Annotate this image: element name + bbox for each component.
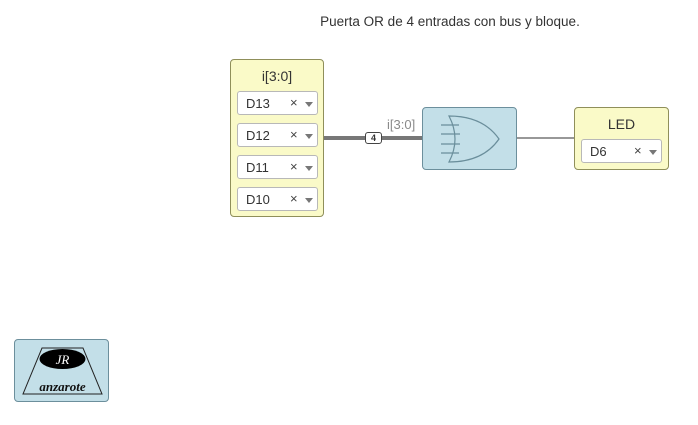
- pin-select-d10[interactable]: D10 ×: [237, 187, 318, 211]
- input-block-label: i[3:0]: [261, 68, 293, 84]
- clear-icon[interactable]: ×: [290, 127, 298, 142]
- pin-select-d11[interactable]: D11 ×: [237, 155, 318, 179]
- led-block-label: LED: [607, 116, 636, 132]
- chevron-down-icon[interactable]: [305, 166, 313, 171]
- chevron-down-icon[interactable]: [305, 134, 313, 139]
- led-output-block[interactable]: LED D6 ×: [574, 107, 669, 170]
- clear-icon[interactable]: ×: [290, 95, 298, 110]
- logo: JR anzarote: [14, 339, 109, 402]
- pin-select-d12[interactable]: D12 ×: [237, 123, 318, 147]
- pin-value: D13: [246, 96, 270, 111]
- chevron-down-icon[interactable]: [305, 198, 313, 203]
- logo-initials: JR: [56, 352, 70, 367]
- pin-value: D11: [246, 160, 269, 175]
- clear-icon[interactable]: ×: [290, 191, 298, 206]
- pin-value: D10: [246, 192, 270, 207]
- input-block[interactable]: i[3:0] D13 × D12 × D11 × D10 ×: [230, 59, 324, 217]
- clear-icon[interactable]: ×: [634, 143, 642, 158]
- chevron-down-icon[interactable]: [305, 102, 313, 107]
- pin-value: D6: [590, 144, 607, 159]
- or-gate-block[interactable]: [422, 107, 517, 170]
- page-title: Puerta OR de 4 entradas con bus y bloque…: [320, 14, 580, 29]
- or-gate-icon: [441, 115, 500, 163]
- pin-select-d13[interactable]: D13 ×: [237, 91, 318, 115]
- pin-value: D12: [246, 128, 270, 143]
- pin-select-d6[interactable]: D6 ×: [581, 139, 662, 163]
- logo-graphic: JR anzarote: [22, 347, 103, 395]
- bus-width-badge: 4: [365, 132, 382, 144]
- clear-icon[interactable]: ×: [290, 159, 298, 174]
- bus-label: i[3:0]: [387, 117, 416, 132]
- chevron-down-icon[interactable]: [649, 150, 657, 155]
- logo-text: anzarote: [39, 379, 85, 394]
